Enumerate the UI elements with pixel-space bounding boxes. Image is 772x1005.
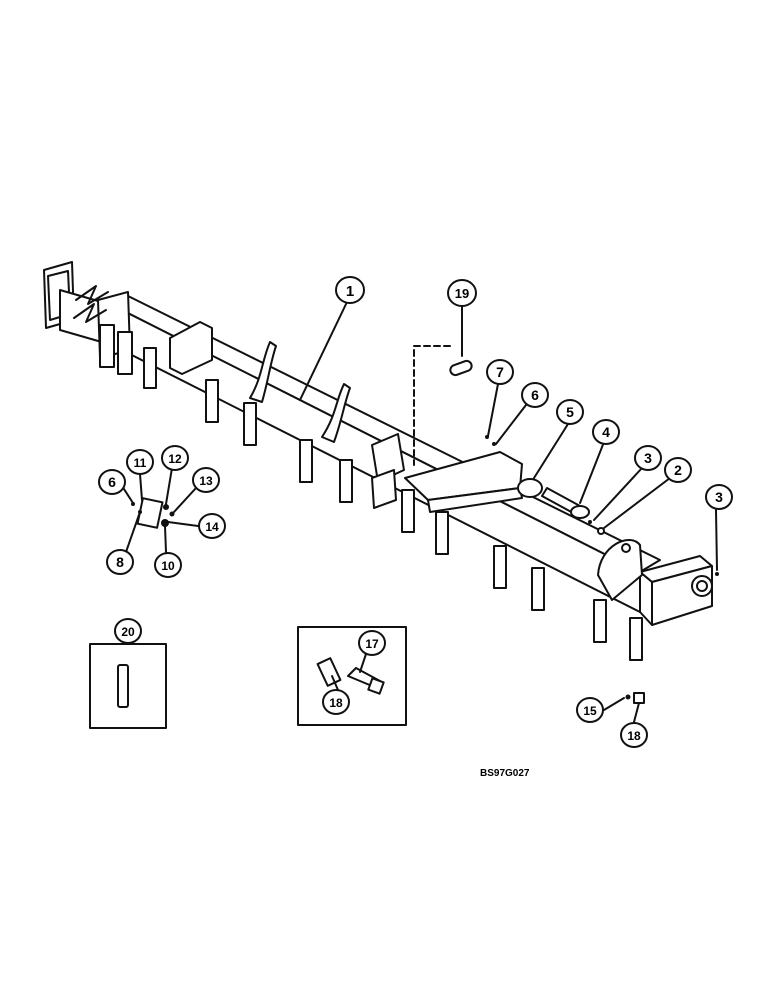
callout-6: 6 bbox=[521, 382, 549, 408]
callout-18a: 18 bbox=[322, 689, 350, 715]
callout-label: 14 bbox=[205, 520, 219, 534]
callout-7: 7 bbox=[486, 359, 514, 385]
callout-label: 6 bbox=[108, 474, 116, 490]
loose-parts bbox=[449, 359, 719, 704]
callout-label: 10 bbox=[161, 559, 175, 573]
callout-label: 11 bbox=[134, 456, 147, 470]
mount-hardware-left bbox=[131, 497, 175, 529]
callout-label: 8 bbox=[116, 554, 124, 570]
callout-label: 1 bbox=[346, 283, 354, 300]
inset-box-17-18 bbox=[297, 626, 407, 726]
callout-3b: 3 bbox=[705, 484, 733, 510]
callout-20: 20 bbox=[114, 618, 142, 644]
callout-13: 13 bbox=[192, 467, 220, 493]
callout-label: 15 bbox=[583, 704, 597, 718]
drawing-code: BS97G027 bbox=[480, 768, 530, 779]
callout-12: 12 bbox=[161, 445, 189, 471]
callout-label: 19 bbox=[455, 286, 469, 301]
callout-10: 10 bbox=[154, 552, 182, 578]
callout-3a: 3 bbox=[634, 445, 662, 471]
callout-6b: 6 bbox=[98, 469, 126, 495]
callout-18b: 18 bbox=[620, 722, 648, 748]
callout-1: 1 bbox=[335, 276, 365, 304]
callouts: 1 19 7 6 5 4 3 2 3 11 12 6 13 14 8 10 20… bbox=[98, 276, 733, 748]
callout-label: 17 bbox=[365, 637, 379, 651]
inset-box-20 bbox=[89, 643, 167, 729]
frame-beam bbox=[43, 261, 713, 626]
callout-17: 17 bbox=[358, 630, 386, 656]
callout-19: 19 bbox=[447, 279, 477, 307]
mount-plates bbox=[99, 321, 643, 661]
callout-label: 2 bbox=[674, 462, 682, 478]
callout-14: 14 bbox=[198, 513, 226, 539]
callout-label: 20 bbox=[121, 625, 135, 639]
callout-11: 11 bbox=[126, 449, 154, 475]
callout-label: 18 bbox=[627, 729, 641, 743]
callout-8: 8 bbox=[106, 549, 134, 575]
callout-label: 13 bbox=[199, 474, 213, 488]
callout-label: 3 bbox=[644, 450, 652, 466]
callout-label: 7 bbox=[496, 364, 504, 380]
callout-4: 4 bbox=[592, 419, 620, 445]
callout-label: 6 bbox=[531, 387, 539, 403]
callout-5: 5 bbox=[556, 399, 584, 425]
callout-15: 15 bbox=[576, 697, 604, 723]
callout-label: 4 bbox=[602, 424, 610, 440]
leader-lines bbox=[121, 301, 718, 723]
callout-label: 3 bbox=[715, 489, 723, 505]
callout-2: 2 bbox=[664, 457, 692, 483]
callout-label: 12 bbox=[168, 452, 182, 466]
callout-label: 5 bbox=[566, 404, 574, 420]
callout-label: 18 bbox=[329, 696, 343, 710]
